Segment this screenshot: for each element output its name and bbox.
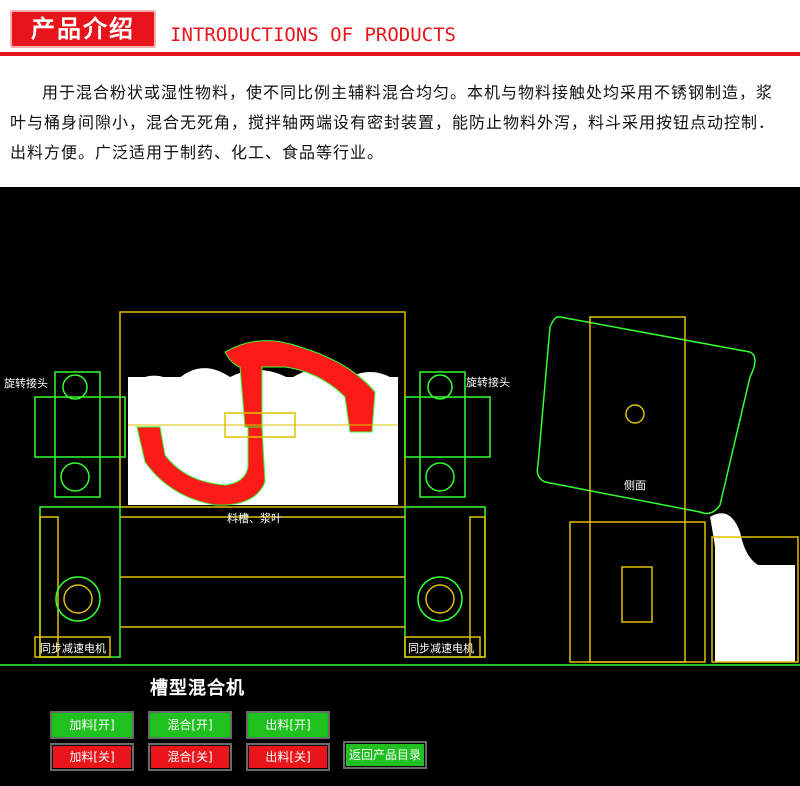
left-rotary-joint-label: 旋转接头 (4, 377, 48, 390)
feed-off-button[interactable]: 加料[关] (52, 745, 132, 769)
trough-paddle-label: 料槽、浆叶 (227, 512, 282, 525)
left-drive-assembly (34, 371, 126, 658)
paddle-upper (224, 340, 376, 433)
receiving-bin (711, 536, 799, 663)
discharge-on-button[interactable]: 出料[开] (248, 713, 328, 737)
machine-drawing (0, 311, 800, 666)
section-title-cn: 产品介绍 (31, 14, 135, 43)
header-divider (0, 52, 800, 56)
right-drive-assembly (404, 371, 491, 658)
section-title-en: INTRODUCTIONS OF PRODUCTS (170, 24, 456, 46)
mix-off-button[interactable]: 混合[关] (150, 745, 230, 769)
section-title-badge: 产品介绍 (10, 10, 156, 48)
side-window (621, 566, 653, 623)
machine-diagram-panel: 旋转接头 旋转接头 料槽、浆叶 侧面 同步减速电机 同步减速电机 槽型混合机 加… (0, 187, 800, 786)
side-trough (536, 315, 756, 515)
mix-on-button[interactable]: 混合[开] (150, 713, 230, 737)
product-description: 用于混合粉状或湿性物料，使不同比例主辅料混合均匀。本机与物料接触处均采用不锈钢制… (10, 83, 776, 162)
left-motor-label: 同步减速电机 (40, 642, 106, 655)
back-to-catalog-button[interactable]: 返回产品目录 (345, 743, 425, 767)
side-pivot (625, 404, 645, 424)
feed-on-button[interactable]: 加料[开] (52, 713, 132, 737)
side-view-label: 侧面 (624, 479, 646, 492)
discharge-off-button[interactable]: 出料[关] (248, 745, 328, 769)
right-rotary-joint-label: 旋转接头 (466, 376, 510, 389)
side-base (569, 521, 706, 663)
discharge-stream (710, 513, 795, 662)
machine-title: 槽型混合机 (150, 678, 245, 699)
paddle-lower (136, 426, 266, 506)
page-header: 产品介绍 INTRODUCTIONS OF PRODUCTS (0, 0, 800, 60)
right-motor-label: 同步减速电机 (408, 642, 474, 655)
